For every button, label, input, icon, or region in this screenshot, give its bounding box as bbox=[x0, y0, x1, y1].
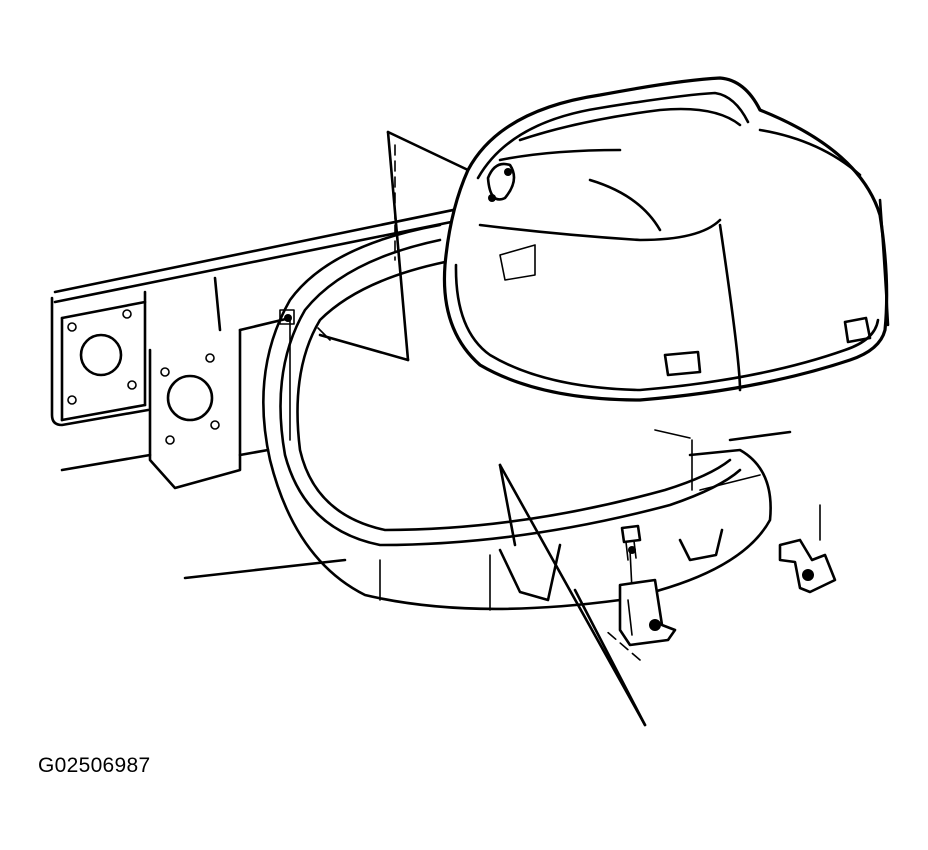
wheel-housing bbox=[262, 223, 792, 611]
screw-fastener bbox=[620, 524, 642, 561]
figure-id-label: G02506987 bbox=[38, 754, 151, 777]
retainer-clip bbox=[618, 578, 677, 647]
fender-liner bbox=[442, 76, 890, 402]
retainer-clip bbox=[778, 538, 837, 594]
mount-hole-large bbox=[79, 333, 123, 377]
mount-hole-large bbox=[166, 374, 214, 422]
explode-lines bbox=[318, 130, 821, 727]
